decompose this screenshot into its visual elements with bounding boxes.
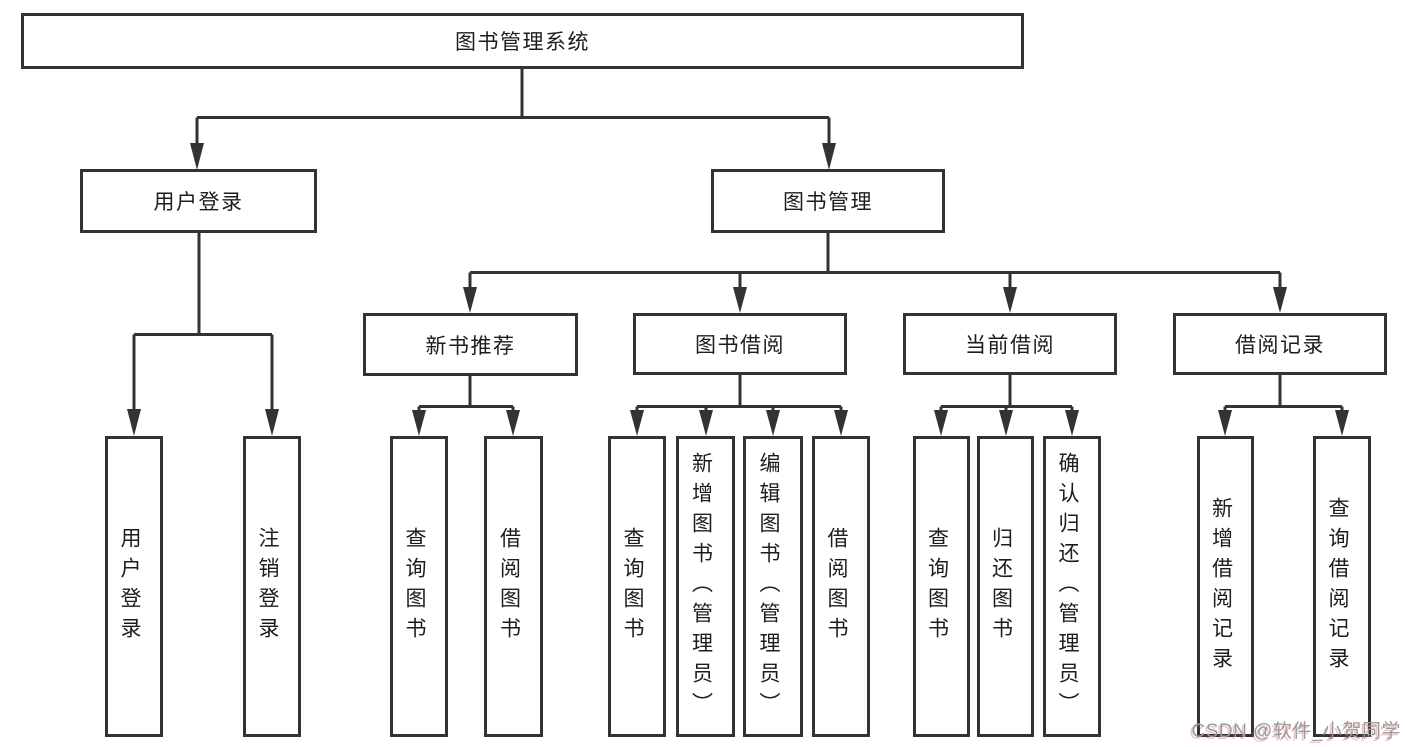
leaf-current-confirm-return-admin: 确认归还（管理员） <box>1043 436 1101 737</box>
node-borrowing-records: 借阅记录 <box>1173 313 1387 375</box>
leaf-borrowing-edit-books-admin: 编辑图书（管理员） <box>743 436 803 737</box>
watermark: CSDN @软件_小贺同学 <box>1191 721 1401 742</box>
connector-management-to-level3 <box>463 233 1287 313</box>
leaf-newbook-query-books-label: 查询图书 <box>403 526 426 647</box>
node-library-system: 图书管理系统 <box>21 13 1024 69</box>
node-book-borrowing: 图书借阅 <box>633 313 847 375</box>
node-current-borrowing-label: 当前借阅 <box>965 334 1055 357</box>
leaf-borrowing-borrow-books-label: 借阅图书 <box>825 526 848 647</box>
node-user-login: 用户登录 <box>80 169 317 233</box>
node-library-system-label: 图书管理系统 <box>455 31 590 54</box>
leaf-borrowing-add-books-admin: 新增图书（管理员） <box>676 436 735 737</box>
leaf-current-confirm-return-admin-label: 确认归还（管理员） <box>1056 451 1079 722</box>
node-book-management: 图书管理 <box>711 169 945 233</box>
leaf-records-add-record: 新增借阅记录 <box>1197 436 1254 737</box>
node-new-book-recommendation: 新书推荐 <box>363 313 578 376</box>
leaf-borrowing-query-books-label: 查询图书 <box>621 526 644 647</box>
leaf-newbook-query-books: 查询图书 <box>390 436 448 737</box>
leaf-current-query-books-label: 查询图书 <box>925 526 949 647</box>
leaf-borrowing-add-books-admin-label: 新增图书（管理员） <box>689 451 713 722</box>
node-user-login-label: 用户登录 <box>153 191 244 214</box>
node-book-borrowing-label: 图书借阅 <box>695 334 785 357</box>
leaf-user-login: 用户登录 <box>105 436 163 737</box>
connector-records-to-leaves <box>1218 375 1349 436</box>
node-current-borrowing: 当前借阅 <box>903 313 1117 375</box>
leaf-records-add-record-label: 新增借阅记录 <box>1209 496 1233 677</box>
leaf-current-query-books: 查询图书 <box>913 436 970 737</box>
leaf-logout-login: 注销登录 <box>243 436 301 737</box>
node-book-management-label: 图书管理 <box>783 191 873 214</box>
leaf-newbook-borrow-books-label: 借阅图书 <box>497 526 521 647</box>
leaf-logout-login-label: 注销登录 <box>256 526 279 647</box>
leaf-borrowing-query-books: 查询图书 <box>608 436 666 737</box>
leaf-newbook-borrow-books: 借阅图书 <box>484 436 543 737</box>
connector-newbook-to-leaves <box>412 375 520 436</box>
node-new-book-recommendation-label: 新书推荐 <box>425 334 516 358</box>
leaf-current-return-books-label: 归还图书 <box>989 526 1013 647</box>
leaf-current-return-books: 归还图书 <box>977 436 1034 737</box>
leaf-borrowing-edit-books-admin-label: 编辑图书（管理员） <box>757 451 780 722</box>
connector-borrowing-to-leaves <box>630 375 848 436</box>
node-borrowing-records-label: 借阅记录 <box>1235 334 1325 357</box>
connector-login-to-leaves <box>127 233 279 436</box>
connector-root-to-level2 <box>190 68 836 170</box>
leaf-records-query-record: 查询借阅记录 <box>1313 436 1371 737</box>
leaf-records-query-record-label: 查询借阅记录 <box>1326 496 1349 677</box>
connector-current-to-leaves <box>934 375 1079 436</box>
leaf-user-login-label: 用户登录 <box>118 526 141 647</box>
leaf-borrowing-borrow-books: 借阅图书 <box>812 436 870 737</box>
